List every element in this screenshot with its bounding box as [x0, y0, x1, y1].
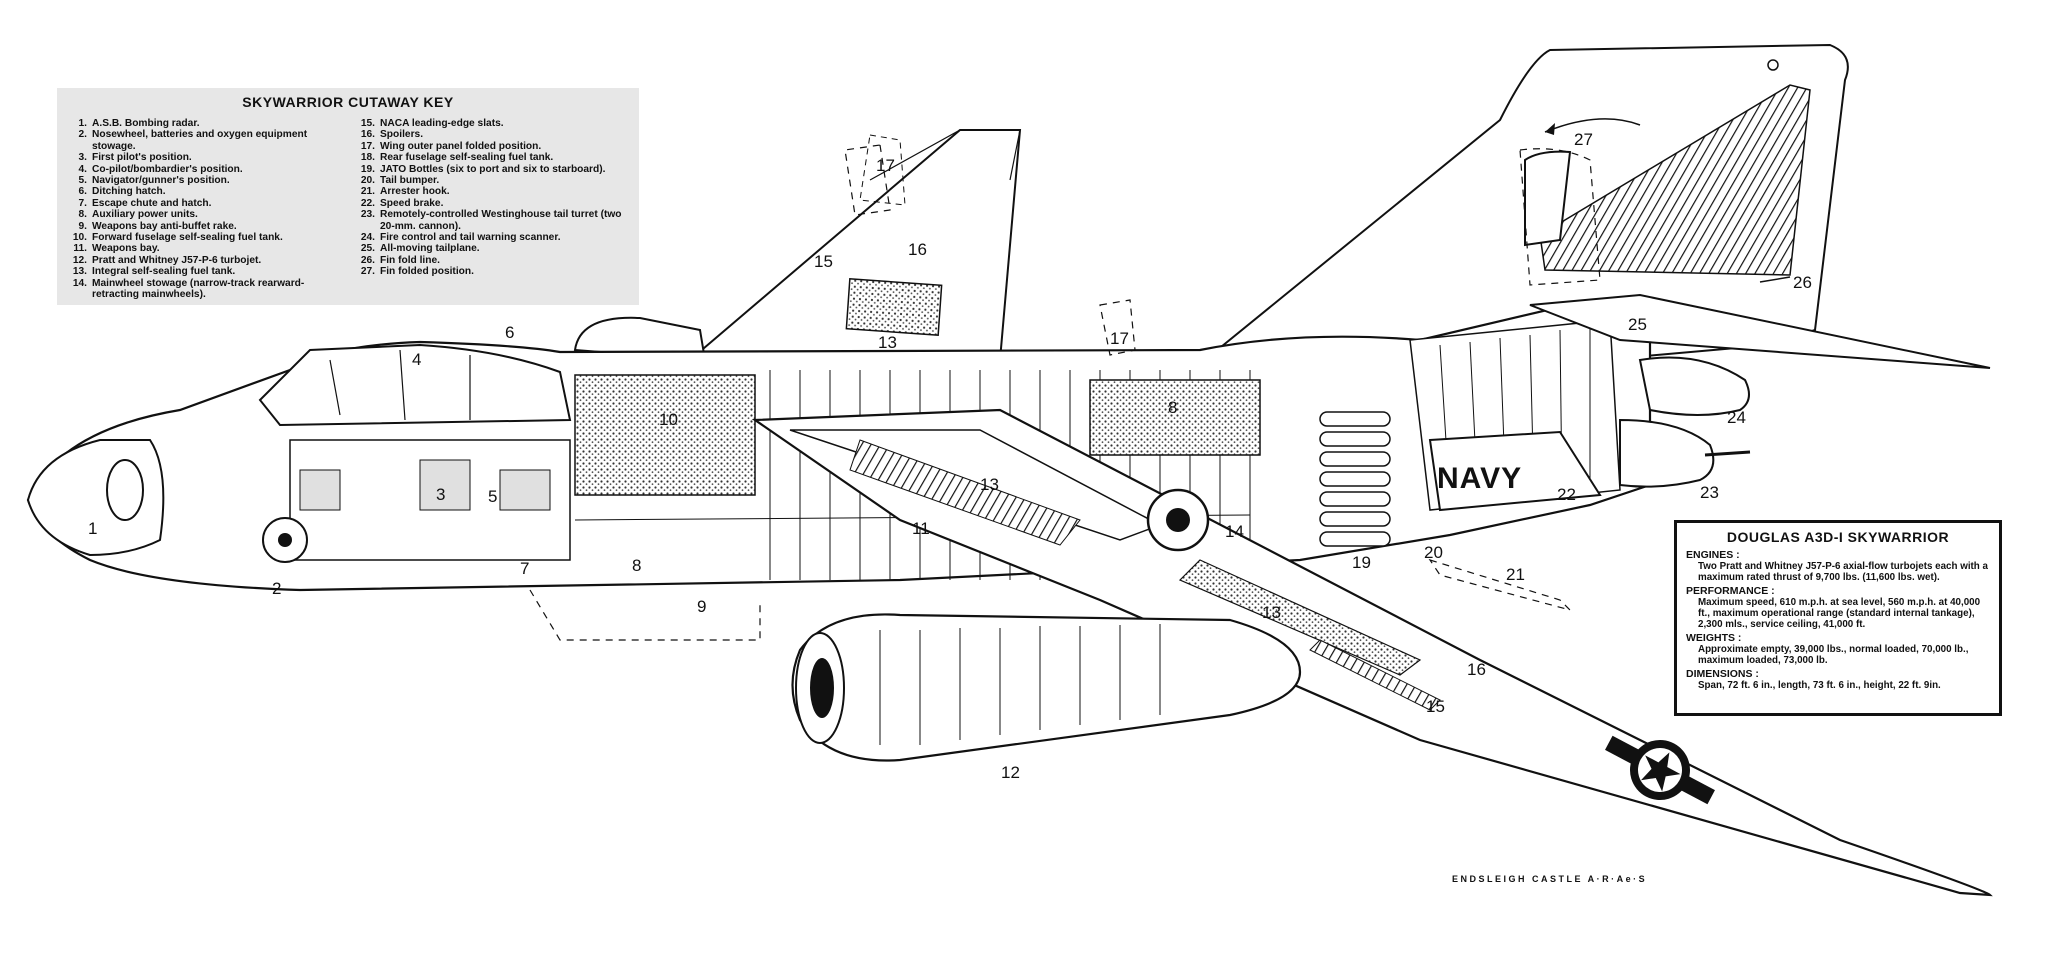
callout-8b: 8	[1168, 398, 1177, 417]
callout-14: 14	[1225, 522, 1244, 541]
callout-24: 24	[1727, 408, 1746, 427]
callout-23: 23	[1700, 483, 1719, 502]
callout-20: 20	[1424, 543, 1443, 562]
canopy	[258, 343, 572, 427]
callout-1: 1	[88, 519, 97, 538]
navy-label: NAVY	[1437, 462, 1522, 495]
callout-4: 4	[412, 350, 421, 369]
tailplane	[1529, 293, 1991, 369]
jato-bottles	[1319, 411, 1391, 547]
callout-26: 26	[1793, 273, 1812, 292]
key-item: 5.Navigator/gunner's position.	[78, 175, 230, 187]
key-item: 2.Nosewheel, batteries and oxygen equipm…	[78, 129, 308, 152]
spec-section-dimensions: DIMENSIONS :Span, 72 ft. 6 in., length, …	[1686, 668, 1941, 691]
key-item: 19.JATO Bottles (six to port and six to …	[360, 163, 606, 175]
callout-8a: 8	[632, 556, 641, 575]
rear-fuel-tank	[1089, 379, 1261, 456]
key-item: 17.Wing outer panel folded position.	[360, 140, 542, 152]
key-item: 26.Fin fold line.	[360, 254, 440, 266]
spec-title: DOUGLAS A3D-I SKYWARRIOR	[1726, 529, 1950, 545]
key-item: 8.Auxiliary power units.	[78, 209, 198, 221]
spec-section-engines: ENGINES :Two Pratt and Whitney J57-P-6 a…	[1686, 549, 1988, 583]
callout-13c: 13	[1262, 603, 1281, 622]
key-item: 13.Integral self-sealing fuel tank.	[72, 266, 236, 278]
key-item: 27.Fin folded position.	[360, 266, 474, 278]
key-item: 11.Weapons bay.	[73, 243, 160, 255]
callout-17a: 17	[876, 156, 895, 175]
forward-fuel-tank	[574, 374, 756, 496]
callout-16a: 16	[908, 240, 927, 259]
spec-section-performance: PERFORMANCE :Maximum speed, 610 m.p.h. a…	[1686, 585, 1981, 630]
key-item: 12.Pratt and Whitney J57-P-6 turbojet.	[72, 254, 262, 266]
key-item: 25.All-moving tailplane.	[360, 243, 480, 255]
key-item: 6.Ditching hatch.	[78, 186, 166, 198]
key-item: 21.Arrester hook.	[360, 186, 450, 198]
callout-16b: 16	[1467, 660, 1486, 679]
key-item: 14.Mainwheel stowage (narrow-track rearw…	[72, 277, 305, 301]
callout-3: 3	[436, 485, 445, 504]
callout-19: 19	[1352, 553, 1371, 572]
callout-21: 21	[1506, 565, 1525, 584]
spec-section-weights: WEIGHTS :Approximate empty, 39,000 lbs.,…	[1686, 632, 1969, 666]
key-item: 7.Escape chute and hatch.	[78, 197, 212, 209]
callout-5: 5	[488, 487, 497, 506]
callout-17b: 17	[1110, 329, 1129, 348]
key-item: 4.Co-pilot/bombardier's position.	[78, 163, 243, 175]
key-item: 3.First pilot's position.	[78, 152, 192, 164]
key-item: 20.Tail bumper.	[360, 175, 440, 187]
key-list-left: 1.A.S.B. Bombing radar. 2.Nosewheel, bat…	[67, 118, 341, 301]
key-item: 24.Fire control and tail warning scanner…	[360, 232, 561, 244]
specifications-box: DOUGLAS A3D-I SKYWARRIOR ENGINES :Two Pr…	[1674, 520, 2002, 716]
callout-13b: 13	[980, 475, 999, 494]
key-title: SKYWARRIOR CUTAWAY KEY	[242, 94, 454, 110]
key-item: 23.Remotely-controlled Westinghouse tail…	[360, 209, 622, 232]
callout-25: 25	[1628, 315, 1647, 334]
key-item: 10.Forward fuselage self-sealing fuel ta…	[72, 232, 283, 244]
key-item: 18.Rear fuselage self-sealing fuel tank.	[360, 152, 554, 164]
callout-6: 6	[505, 323, 514, 342]
engine-pod	[791, 613, 1302, 762]
callout-2: 2	[272, 579, 281, 598]
key-item: 22.Speed brake.	[360, 197, 444, 209]
callout-11: 11	[912, 519, 930, 538]
callout-numbers: 1 2 3 4 5 6 7 8 8 9 10 11 12 13 13 13 14…	[88, 130, 1812, 782]
key-list-right: 15.NACA leading-edge slats. 16.Spoilers.…	[355, 118, 629, 301]
fin-slats	[1539, 84, 1811, 276]
key-item: 15.NACA leading-edge slats.	[360, 118, 504, 129]
callout-15b: 15	[1426, 697, 1445, 716]
roundel-icon	[1605, 735, 1715, 805]
tail-turret	[1619, 418, 1715, 488]
callout-27: 27	[1574, 130, 1593, 149]
callout-10: 10	[659, 410, 678, 429]
callout-13a: 13	[878, 333, 897, 352]
callout-15a: 15	[814, 252, 833, 271]
key-item: 1.A.S.B. Bombing radar.	[78, 118, 200, 129]
cutaway-key-box: SKYWARRIOR CUTAWAY KEY 1.A.S.B. Bombing …	[57, 88, 639, 305]
key-item: 9.Weapons bay anti-buffet rake.	[78, 220, 237, 232]
callout-9: 9	[697, 597, 706, 616]
key-item: 16.Spoilers.	[360, 129, 424, 141]
callout-22: 22	[1557, 485, 1576, 504]
artist-credit: ENDSLEIGH CASTLE A·R·Ae·S	[1452, 874, 1648, 884]
callout-7: 7	[520, 559, 529, 578]
callout-12: 12	[1001, 763, 1020, 782]
